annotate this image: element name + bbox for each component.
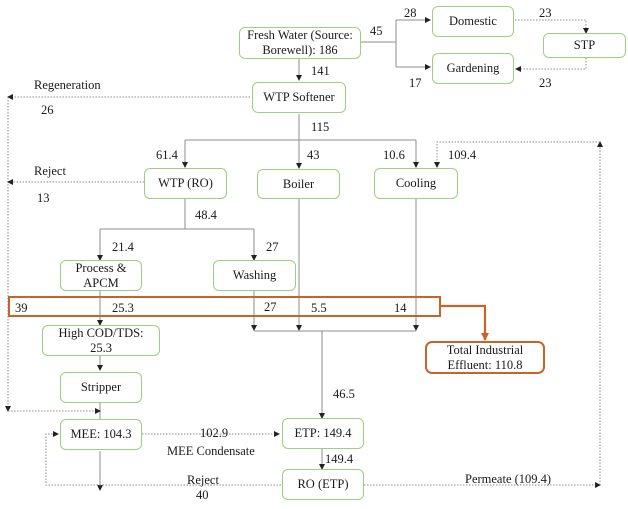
flow-fresh-to-branch: 45 — [370, 24, 383, 38]
wtp-softener-label: WTP Softener — [263, 90, 335, 104]
flow-to-domestic: 28 — [404, 6, 417, 20]
flow-stp-to-gardening: 23 — [539, 76, 552, 90]
total-effluent-line1: Total Industrial — [446, 342, 524, 357]
mee-label: MEE: 104.3 — [70, 427, 132, 441]
node-boiler[interactable]: Boiler — [257, 169, 340, 199]
dotted-domestic-to-stp — [515, 19, 589, 34]
regeneration-value: 26 — [41, 103, 54, 117]
ro-etp-reject-label: Reject — [187, 473, 219, 487]
flow-wtp-ro-out: 48.4 — [195, 208, 217, 222]
node-gardening[interactable]: Gardening — [432, 53, 514, 84]
flow-permeate-to-cooling: 109.4 — [448, 148, 477, 162]
node-domestic[interactable]: Domestic — [432, 6, 514, 37]
node-stp[interactable]: STP — [543, 33, 626, 58]
flow-to-cooling: 10.6 — [383, 148, 405, 162]
flow-softener-out: 115 — [311, 120, 330, 134]
node-stripper[interactable]: Stripper — [60, 372, 142, 403]
node-etp[interactable]: ETP: 149.4 — [282, 418, 364, 449]
gardening-label: Gardening — [446, 61, 500, 75]
stp-label: STP — [573, 38, 596, 52]
node-fresh-water[interactable]: Fresh Water (Source: Borewell): 186 — [239, 27, 361, 59]
process-line2: APCM — [83, 275, 119, 290]
ro-etp-label: RO (ETP) — [297, 477, 349, 491]
flow-fresh-to-softener: 141 — [311, 64, 330, 78]
cooling-label: Cooling — [395, 176, 437, 190]
wtp-ro-label: WTP (RO) — [158, 176, 213, 190]
etp-label: ETP: 149.4 — [294, 426, 352, 440]
effluent-highlight-band — [8, 296, 441, 317]
node-high-cod-tds[interactable]: High COD/TDS: 25.3 — [42, 325, 160, 356]
hl-boiler-value: 5.5 — [311, 301, 327, 315]
mee-condensate-value: 102.9 — [200, 426, 229, 440]
high-cod-line1: High COD/TDS: — [58, 325, 144, 340]
node-wtp-ro[interactable]: WTP (RO) — [144, 168, 227, 199]
flow-domestic-to-stp: 23 — [539, 6, 552, 20]
hl-process-value: 25.3 — [112, 301, 134, 315]
node-mee[interactable]: MEE: 104.3 — [60, 419, 142, 450]
mee-condensate-label: MEE Condensate — [167, 444, 255, 458]
permeate-label: Permeate (109.4) — [465, 472, 552, 486]
hl-cooling-value: 14 — [394, 301, 407, 315]
flow-to-washing: 27 — [266, 240, 279, 254]
flow-to-boiler: 43 — [307, 148, 320, 162]
fresh-water-line2: Borewell): 186 — [262, 43, 338, 57]
flow-to-process: 21.4 — [112, 240, 134, 254]
dotted-permeate-top — [434, 141, 600, 168]
boiler-label: Boiler — [282, 176, 315, 191]
high-cod-line2: 25.3 — [90, 340, 112, 355]
ro-reject-label: Reject — [34, 164, 66, 178]
arrow-to-total-effluent — [441, 304, 489, 341]
process-line1: Process & — [75, 260, 127, 275]
hl-washing-value: 27 — [264, 300, 277, 314]
total-effluent-line2: Effluent: 110.8 — [447, 357, 523, 372]
flow-to-gardening: 17 — [409, 76, 422, 90]
node-process-apcm[interactable]: Process & APCM — [60, 260, 142, 291]
regeneration-label: Regeneration — [34, 78, 101, 92]
node-ro-etp[interactable]: RO (ETP) — [282, 469, 364, 500]
node-washing[interactable]: Washing — [213, 260, 296, 291]
node-total-effluent[interactable]: Total Industrial Effluent: 110.8 — [425, 341, 545, 374]
node-cooling[interactable]: Cooling — [374, 168, 458, 199]
flow-to-wtp-ro: 61.4 — [156, 148, 178, 162]
ro-etp-reject-value: 40 — [196, 488, 209, 502]
dotted-ro-reject-to-mee — [45, 431, 281, 486]
fresh-water-line1: Fresh Water (Source: — [247, 28, 353, 42]
node-wtp-softener[interactable]: WTP Softener — [252, 82, 346, 113]
dotted-stp-to-gardening — [515, 58, 587, 72]
ro-reject-value: 13 — [37, 191, 50, 205]
stripper-label: Stripper — [80, 380, 122, 394]
flow-etp-to-ro: 149.4 — [325, 452, 354, 466]
flow-to-etp: 46.5 — [333, 387, 355, 401]
washing-label: Washing — [232, 268, 277, 282]
hl-left-value: 39 — [15, 301, 28, 315]
domestic-label: Domestic — [449, 14, 497, 28]
